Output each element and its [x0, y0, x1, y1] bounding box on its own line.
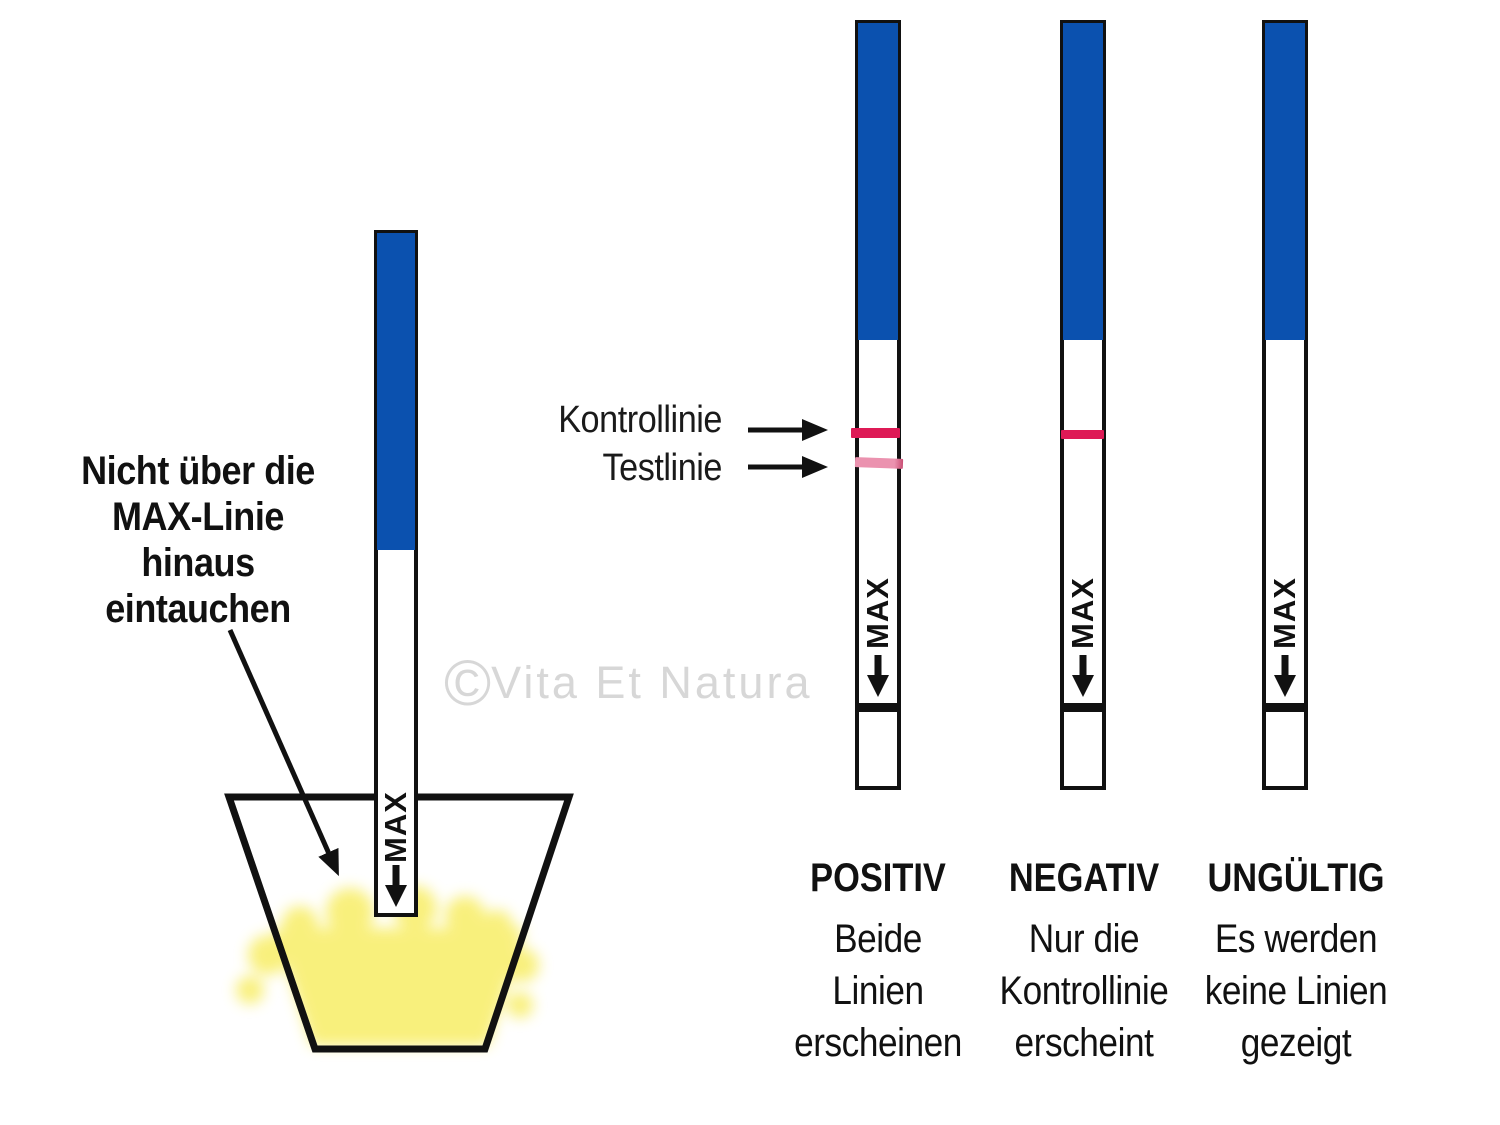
result-description: Es werden keine Linien gezeigt — [1204, 917, 1388, 1065]
max-marking: MAX — [378, 791, 413, 863]
result-title: NEGATIV — [1008, 856, 1160, 900]
max-down-arrow-icon — [385, 865, 407, 907]
result-caption-negativ: NEGATIV Nur die Kontrollinie erscheint — [944, 856, 1224, 1069]
strip-blue-handle — [377, 233, 415, 550]
max-marking: MAX — [1065, 577, 1100, 649]
control-line-label: Kontrollinie — [558, 399, 722, 441]
max-down-arrow-icon — [867, 655, 889, 697]
max-down-arrow-icon — [1274, 655, 1296, 697]
control-line — [1061, 430, 1104, 439]
strip-blue-handle — [1265, 23, 1305, 340]
strip-blue-handle — [1063, 23, 1103, 340]
cup-outline — [224, 793, 574, 1053]
copyright-icon: © — [444, 647, 492, 719]
result-strip-ungueltig: MAX — [1262, 20, 1308, 790]
watermark: ©Vita Et Natura — [444, 648, 864, 718]
result-strip-negativ: MAX — [1060, 20, 1106, 790]
result-strip-positiv: MAX — [851, 20, 904, 790]
instruction-arrow — [227, 628, 339, 877]
strip-divider — [1262, 703, 1308, 712]
dip-test-strip: MAX — [374, 230, 418, 917]
instruction-text: Nicht über die MAX-Linie hinaus eintauch… — [81, 449, 315, 631]
result-caption-positiv: POSITIV Beide Linien erscheinen — [738, 856, 1018, 1069]
strip-divider — [855, 703, 901, 712]
max-marking: MAX — [1267, 577, 1302, 649]
urine-liquid — [236, 886, 539, 1046]
max-down-arrow-icon — [1072, 655, 1094, 697]
result-description: Nur die Kontrollinie erscheint — [999, 917, 1169, 1065]
result-caption-ungueltig: UNGÜLTIG Es werden keine Linien gezeigt — [1156, 856, 1436, 1069]
strip-divider — [1060, 703, 1106, 712]
strip-blue-handle — [858, 23, 898, 340]
result-description: Beide Linien erscheinen — [794, 917, 962, 1065]
result-title: UNGÜLTIG — [1207, 856, 1385, 900]
test-line — [854, 457, 904, 469]
watermark-text: Vita Et Natura — [491, 657, 813, 708]
control-line — [851, 428, 900, 438]
max-marking: MAX — [860, 577, 895, 649]
result-title: POSITIV — [810, 856, 946, 900]
test-line-label: Testlinie — [602, 447, 722, 489]
